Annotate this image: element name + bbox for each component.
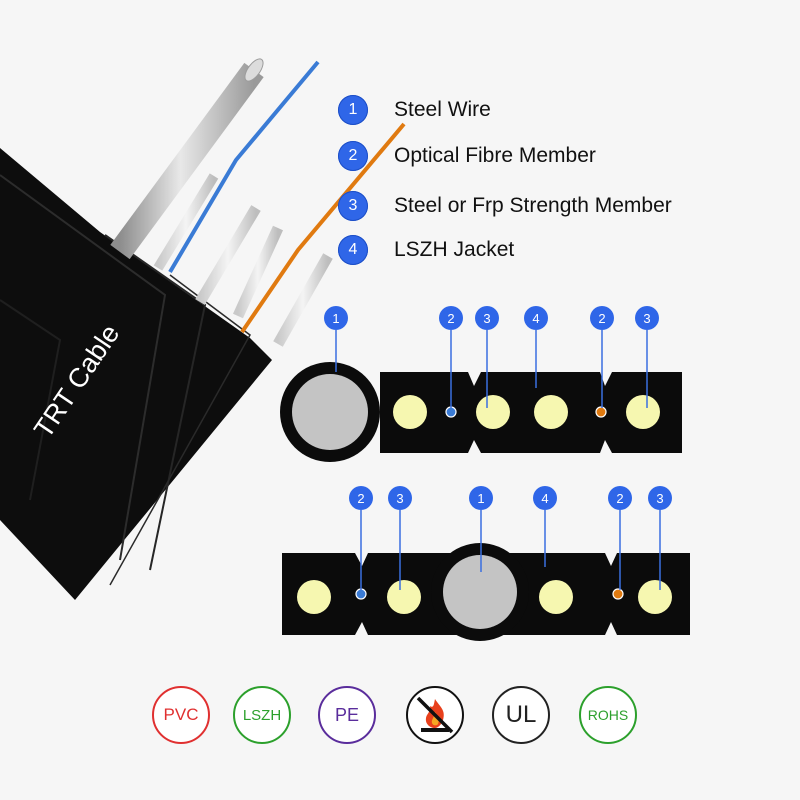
callout-number: 3 bbox=[483, 311, 490, 326]
callout-badge: 3 bbox=[635, 306, 659, 330]
pvc-badge: PVC bbox=[152, 686, 210, 744]
legend-label: Steel Wire bbox=[394, 98, 491, 121]
number-badge: 4 bbox=[338, 235, 368, 265]
callout-badge: 3 bbox=[475, 306, 499, 330]
cross-section-top: 1 2 3 4 2 3 bbox=[280, 306, 682, 462]
legend-label: Optical Fibre Member bbox=[394, 144, 596, 167]
flame-retardant-icon bbox=[406, 686, 464, 744]
callout-badge: 2 bbox=[590, 306, 614, 330]
fibre-blue bbox=[168, 60, 320, 274]
callout-badge: 2 bbox=[608, 486, 632, 510]
callout-number: 4 bbox=[541, 491, 548, 506]
callout-badge: 2 bbox=[439, 306, 463, 330]
fibre-orange bbox=[612, 588, 624, 600]
strength-members bbox=[153, 173, 333, 347]
no-fire-icon bbox=[416, 696, 454, 734]
callout-badge: 1 bbox=[324, 306, 348, 330]
cable-jacket bbox=[0, 148, 272, 600]
callout-badge: 2 bbox=[349, 486, 373, 510]
callout-number: 2 bbox=[357, 491, 364, 506]
legend-label: Steel or Frp Strength Member bbox=[394, 194, 672, 217]
pvc-badge-label: PVC bbox=[163, 705, 199, 724]
strength-member bbox=[539, 580, 573, 614]
callout-badge: 4 bbox=[524, 306, 548, 330]
callout-number: 3 bbox=[396, 491, 403, 506]
lszh-badge-label: LSZH bbox=[242, 706, 282, 724]
strength-member bbox=[387, 580, 421, 614]
strength-member bbox=[534, 395, 568, 429]
strength-member bbox=[297, 580, 331, 614]
fibre-blue bbox=[445, 406, 457, 418]
callout-badge: 3 bbox=[388, 486, 412, 510]
fibre-orange bbox=[595, 406, 607, 418]
number-badge: 3 bbox=[338, 191, 368, 221]
rohs-badge: ROHS bbox=[579, 686, 637, 744]
fibre-blue bbox=[355, 588, 367, 600]
callout-number: 1 bbox=[477, 491, 484, 506]
cross-section-bottom: 2 3 1 4 2 3 bbox=[282, 486, 690, 641]
steel-wire bbox=[110, 58, 264, 260]
strength-member bbox=[476, 395, 510, 429]
ul-badge: UL bbox=[492, 686, 550, 744]
number-badge: 2 bbox=[338, 141, 368, 171]
strength-member bbox=[393, 395, 427, 429]
legend-label: LSZH Jacket bbox=[394, 238, 515, 261]
legend-item-lszh-jacket: 4 LSZH Jacket bbox=[338, 233, 514, 267]
callout-number: 2 bbox=[616, 491, 623, 506]
callout-number: 4 bbox=[532, 311, 539, 326]
callout-number: 2 bbox=[447, 311, 454, 326]
strength-member bbox=[626, 395, 660, 429]
jacket-section bbox=[380, 372, 682, 453]
callout-badge: 3 bbox=[648, 486, 672, 510]
callout-number: 3 bbox=[643, 311, 650, 326]
lszh-badge: LSZH bbox=[233, 686, 291, 744]
callout-number: 1 bbox=[332, 311, 339, 326]
legend-item-optical-fibre: 2 Optical Fibre Member bbox=[338, 139, 596, 173]
rohs-badge-label: ROHS bbox=[587, 707, 629, 723]
pe-badge: PE bbox=[318, 686, 376, 744]
legend-item-steel-wire: 1 Steel Wire bbox=[338, 93, 491, 127]
callout-number: 2 bbox=[598, 311, 605, 326]
jacket-section bbox=[488, 553, 690, 635]
callout-number: 3 bbox=[656, 491, 663, 506]
fibre-orange bbox=[240, 122, 406, 334]
jacket-section bbox=[282, 553, 470, 635]
callout-badge: 1 bbox=[469, 486, 493, 510]
pe-badge-label: PE bbox=[334, 704, 359, 725]
callout-badge: 4 bbox=[533, 486, 557, 510]
ul-badge-label: UL bbox=[505, 701, 537, 728]
number-badge: 1 bbox=[338, 95, 368, 125]
legend-item-strength-member: 3 Steel or Frp Strength Member bbox=[338, 189, 672, 223]
strength-member bbox=[638, 580, 672, 614]
